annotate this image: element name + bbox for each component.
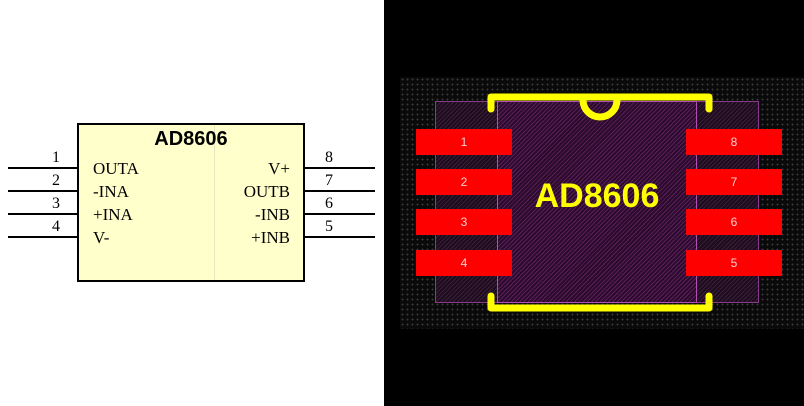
pin-8-number: 8: [325, 149, 333, 166]
pin-2-number: 2: [52, 172, 60, 189]
pad-7-number: 7: [730, 175, 738, 189]
pin-6-line[interactable]: [305, 213, 375, 215]
pin-4-line[interactable]: [8, 236, 77, 238]
pin-5-name: +INB: [251, 228, 290, 247]
pin-7-line[interactable]: [305, 190, 375, 192]
pin-8-name: V+: [268, 159, 290, 178]
pad-5-number: 5: [730, 256, 738, 270]
body-divider: [214, 125, 215, 280]
component-title: AD8606: [154, 128, 228, 150]
pad-5[interactable]: 5: [686, 250, 782, 276]
pad-1-number: 1: [460, 135, 468, 149]
pad-2[interactable]: 2: [416, 169, 512, 195]
pin-1-line[interactable]: [8, 167, 77, 169]
pad-7[interactable]: 7: [686, 169, 782, 195]
pad-3[interactable]: 3: [416, 209, 512, 235]
pin-4-number: 4: [52, 218, 60, 235]
pad-4[interactable]: 4: [416, 250, 512, 276]
package-body-outline[interactable]: [497, 101, 697, 303]
pin-3-line[interactable]: [8, 213, 77, 215]
pad-8[interactable]: 8: [686, 129, 782, 155]
pin-5-line[interactable]: [305, 236, 375, 238]
pin-5-number: 5: [325, 218, 333, 235]
pin-3-number: 3: [52, 195, 60, 212]
component-body[interactable]: [77, 123, 305, 282]
schematic-symbol-panel: AD8606 1 OUTA 2 -INA 3 +INA 4 V- 8 V+ 7 …: [0, 0, 384, 406]
pin-6-number: 6: [325, 195, 333, 212]
pin1-notch-icon: [579, 96, 621, 121]
pad-3-number: 3: [460, 215, 468, 229]
pad-6-number: 6: [730, 215, 738, 229]
pad-4-number: 4: [460, 256, 468, 270]
pin-8-line[interactable]: [305, 167, 375, 169]
pin-2-line[interactable]: [8, 190, 77, 192]
footprint-label: AD8606: [534, 177, 660, 215]
pin-7-number: 7: [325, 172, 333, 189]
pad-2-number: 2: [460, 175, 468, 189]
pin-1-number: 1: [52, 149, 60, 166]
pin-1-name: OUTA: [93, 159, 139, 178]
silkscreen-outline: [487, 93, 713, 312]
pin-3-name: +INA: [93, 205, 133, 224]
pad-6[interactable]: 6: [686, 209, 782, 235]
pin-6-name: -INB: [255, 205, 290, 224]
pad-1[interactable]: 1: [416, 129, 512, 155]
silkscreen-bottom-edge: [487, 292, 713, 312]
silkscreen-top-edge: [487, 93, 713, 113]
pcb-footprint-panel: 1 2 3 4 8 7 6 5 AD8606: [384, 0, 804, 406]
pad-8-number: 8: [730, 135, 738, 149]
pin-7-name: OUTB: [243, 182, 290, 201]
pin-2-name: -INA: [93, 182, 129, 201]
pin-4-name: V-: [93, 228, 110, 247]
